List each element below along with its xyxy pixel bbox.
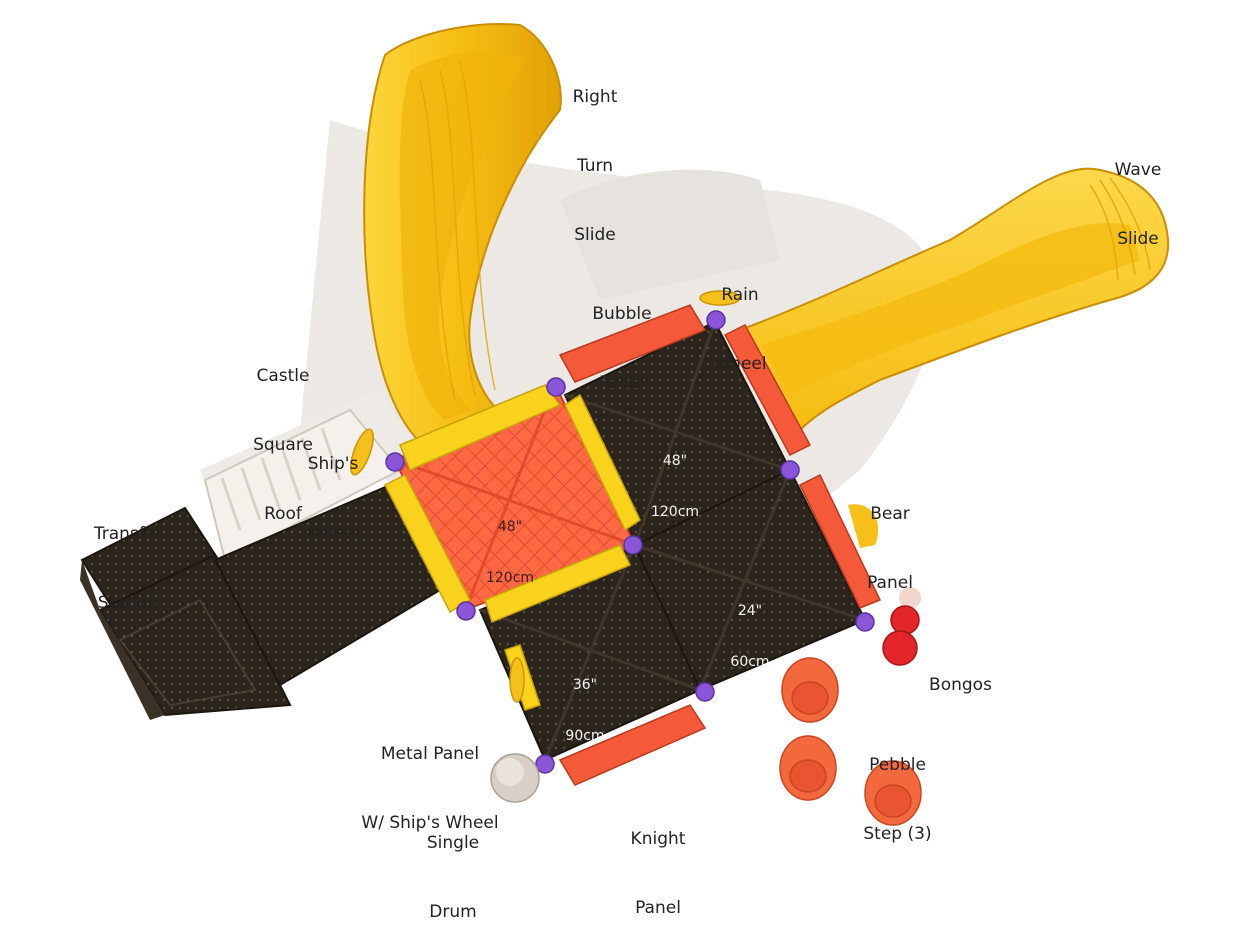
dim-line: 120cm: [650, 504, 700, 520]
label-single-drum: Single Drum: [413, 786, 493, 947]
pebble-steps: [779, 657, 922, 826]
label-line: Single: [426, 833, 480, 853]
label-line: Bubble: [592, 304, 652, 324]
label-bubble-panel: Bubble Panel: [582, 257, 662, 418]
dim-line: 48": [497, 519, 523, 535]
knight-panel: [558, 704, 707, 786]
label-line: Square: [253, 435, 313, 455]
deck-height-roof: 48" 120cm: [470, 485, 550, 604]
label-right-turn-slide: Right Turn Slide: [555, 40, 635, 270]
label-pebble-step: Pebble Step (3): [850, 708, 945, 869]
label-line: Castle: [256, 366, 310, 386]
deck-height-bottom: 36" 90cm: [545, 643, 625, 762]
clamps: [385, 310, 875, 774]
label-rain-wheel: Rain Wheel: [700, 238, 780, 399]
label-line: Drum: [429, 902, 477, 922]
label-line: Panel: [867, 573, 913, 593]
label-line: Bongos: [929, 675, 992, 695]
label-line: Step (3): [863, 824, 932, 844]
label-line: Station: [97, 593, 159, 613]
dim-line: 120cm: [485, 570, 535, 586]
label-line: Pebble: [869, 755, 926, 775]
label-line: Slide: [1117, 229, 1159, 249]
label-line: Rain: [721, 285, 759, 305]
label-line: Wheel: [306, 523, 360, 543]
label-line: Turn: [576, 156, 614, 176]
dim-line: 24": [737, 603, 763, 619]
dim-line: 60cm: [730, 654, 770, 670]
label-bongos: Bongos: [918, 628, 1003, 720]
label-line: Panel: [599, 373, 645, 393]
playground-diagram: [80, 23, 1170, 826]
label-line: Right: [572, 87, 618, 107]
label-line: Wheel: [713, 354, 767, 374]
label-line: Wave: [1114, 160, 1162, 180]
wave-slide: [738, 167, 1170, 432]
metal-panel-ships-wheel: [509, 657, 525, 703]
label-line: Knight: [630, 829, 686, 849]
label-line: Transfer: [93, 524, 163, 544]
dim-line: 48": [662, 453, 688, 469]
label-knight-panel: Knight Panel: [618, 782, 698, 943]
label-line: Roof: [264, 504, 302, 524]
label-castle-square-roof: Castle Square Roof: [243, 319, 323, 549]
label-line: Bear: [870, 504, 910, 524]
dim-line: 36": [572, 677, 598, 693]
yellow-panels: [383, 384, 641, 711]
label-line: Slide: [574, 225, 616, 245]
label-transfer-station: Transfer Station: [78, 477, 178, 638]
label-line: Metal Panel: [380, 744, 480, 764]
label-metal-panel: Metal Panel W/ Ship's Wheel: [340, 697, 520, 858]
label-wave-slide: Wave Slide: [1098, 113, 1178, 274]
bongos: [882, 587, 921, 666]
bubble-panel: [558, 304, 707, 383]
ships-wheel: [350, 428, 374, 476]
label-line: W/ Ship's Wheel: [361, 813, 499, 833]
label-line: Panel: [635, 898, 681, 918]
single-drum: [490, 753, 540, 803]
rain-wheel-side-panel: [723, 324, 812, 456]
transfer-station-steps: [203, 408, 402, 562]
rain-wheel: [699, 290, 741, 306]
transfer-station: [80, 483, 442, 720]
deck-height-top: 48" 120cm: [635, 419, 715, 538]
bear-panel: [799, 473, 882, 609]
deck-height-right: 24" 60cm: [710, 569, 790, 688]
dim-line: 90cm: [565, 728, 605, 744]
label-ships-wheel: Ship's Wheel: [293, 407, 373, 568]
label-bear-panel: Bear Panel: [850, 457, 930, 618]
label-line: Ship's: [307, 454, 359, 474]
right-turn-slide: [363, 23, 562, 452]
